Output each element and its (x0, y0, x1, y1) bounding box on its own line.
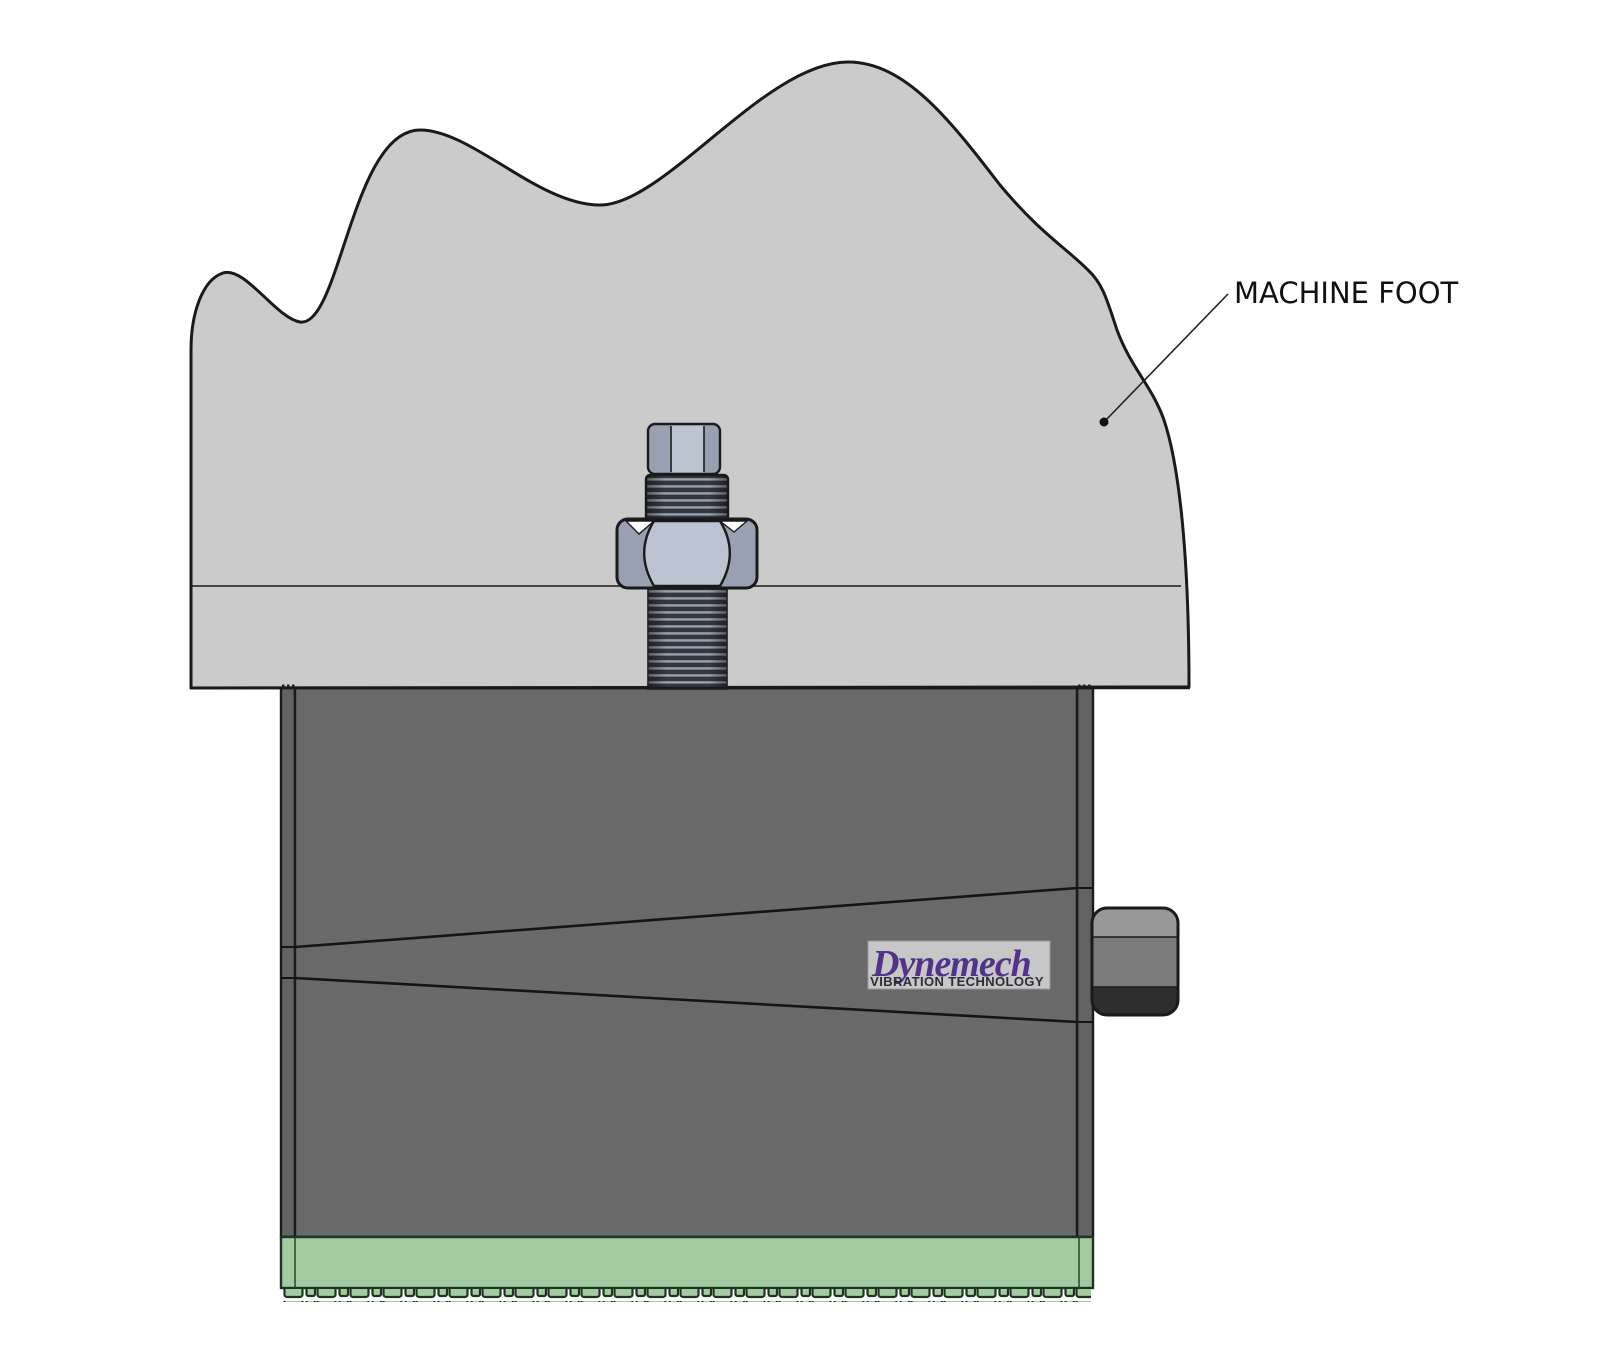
machine-foot-label: MACHINE FOOT (1234, 276, 1459, 310)
logo-plate (867, 940, 1051, 990)
leveling-nut-outline (1090, 906, 1180, 1017)
bolt-hex-head (646, 422, 722, 476)
clamping-nut-center-facet (643, 519, 731, 588)
machine-foot-callout: MACHINE FOOT (1099, 276, 1459, 427)
base-pad-teeth-row (283, 1289, 1091, 1302)
machine-foot-shape (189, 60, 1191, 690)
callout-leader-line (1103, 293, 1229, 423)
base-pad-body (279, 1235, 1095, 1290)
wedge-lower-line (294, 976, 1078, 1024)
bolt-upper-thread-shading (647, 476, 727, 520)
clamping-nut-highlight-right (717, 520, 749, 533)
clamping-nut-highlight-left (624, 520, 656, 535)
leveling-nut (1090, 906, 1180, 1017)
callout-leader-dot (1099, 417, 1109, 427)
logo-tagline-text: VIBRATION TECHNOLOGY (870, 974, 1044, 989)
brand-logo: Dynemech VIBRATION TECHNOLOGY (867, 940, 1051, 990)
mount-left-edge-band (279, 686, 297, 1239)
clamping-hex-nut (615, 517, 759, 590)
leveling-nut-bottom-facet (1092, 987, 1178, 1015)
bolt-head-center-facet (671, 425, 704, 473)
base-pad (279, 1235, 1095, 1302)
bolt-lower-rod-shading (649, 587, 726, 688)
wedge-upper-line (294, 886, 1078, 949)
logo-brand-text: Dynemech (871, 943, 1031, 985)
leveling-nut-top-facet (1092, 908, 1178, 937)
anchor-bolt (190, 422, 1190, 690)
